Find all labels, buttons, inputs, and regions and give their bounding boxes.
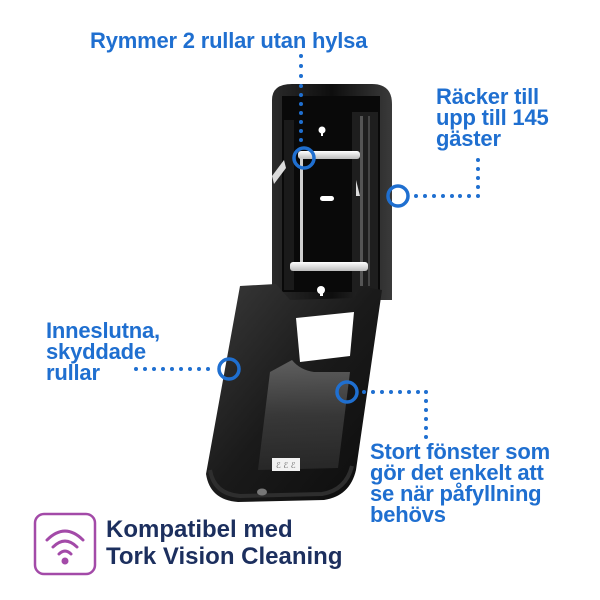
callout-enclosed: Inneslutna, skyddade rullar <box>46 318 160 385</box>
callout-window-line: Stort fönster som <box>370 439 550 464</box>
badge-line: Kompatibel med <box>106 516 293 543</box>
callout-capacity-line: Räcker till <box>436 84 539 109</box>
callout-marker-window <box>335 380 359 404</box>
callout-marker-enclosed <box>217 357 241 381</box>
badge-line: Tork Vision Cleaning <box>106 543 343 570</box>
callout-window-line: se när påfyllning <box>370 481 542 506</box>
callout-marker-capacity <box>386 184 410 208</box>
callout-window: Stort fönster som gör det enkelt att se … <box>370 439 550 527</box>
dispenser-front-door: ℰ ℰ ℰ <box>206 284 382 502</box>
callout-connector-capacity <box>414 158 480 198</box>
callout-connector-window <box>362 390 428 439</box>
callout-window-line: behövs <box>370 502 446 527</box>
callout-connector-enclosed <box>134 367 210 371</box>
callout-marker-rolls <box>292 146 316 170</box>
callout-connector-rolls <box>299 54 303 142</box>
wifi-icon <box>33 512 97 576</box>
callout-window-line: gör det enkelt att <box>370 460 544 485</box>
callout-enclosed-line: Inneslutna, <box>46 318 160 343</box>
callout-rolls-text: Rymmer 2 rullar utan hylsa <box>90 28 368 53</box>
callout-capacity: Räcker till upp till 145 gäster <box>436 84 549 151</box>
callout-capacity-line: upp till 145 <box>436 105 549 130</box>
svg-text:ℰ ℰ ℰ: ℰ ℰ ℰ <box>276 461 296 470</box>
compatibility-badge: Kompatibel med Tork Vision Cleaning <box>106 516 342 570</box>
callout-enclosed-line: skyddade <box>46 339 146 364</box>
dispenser-back-housing <box>272 84 392 300</box>
callout-capacity-line: gäster <box>436 126 501 151</box>
callout-enclosed-line: rullar <box>46 360 100 385</box>
callout-rolls: Rymmer 2 rullar utan hylsa <box>90 28 368 53</box>
